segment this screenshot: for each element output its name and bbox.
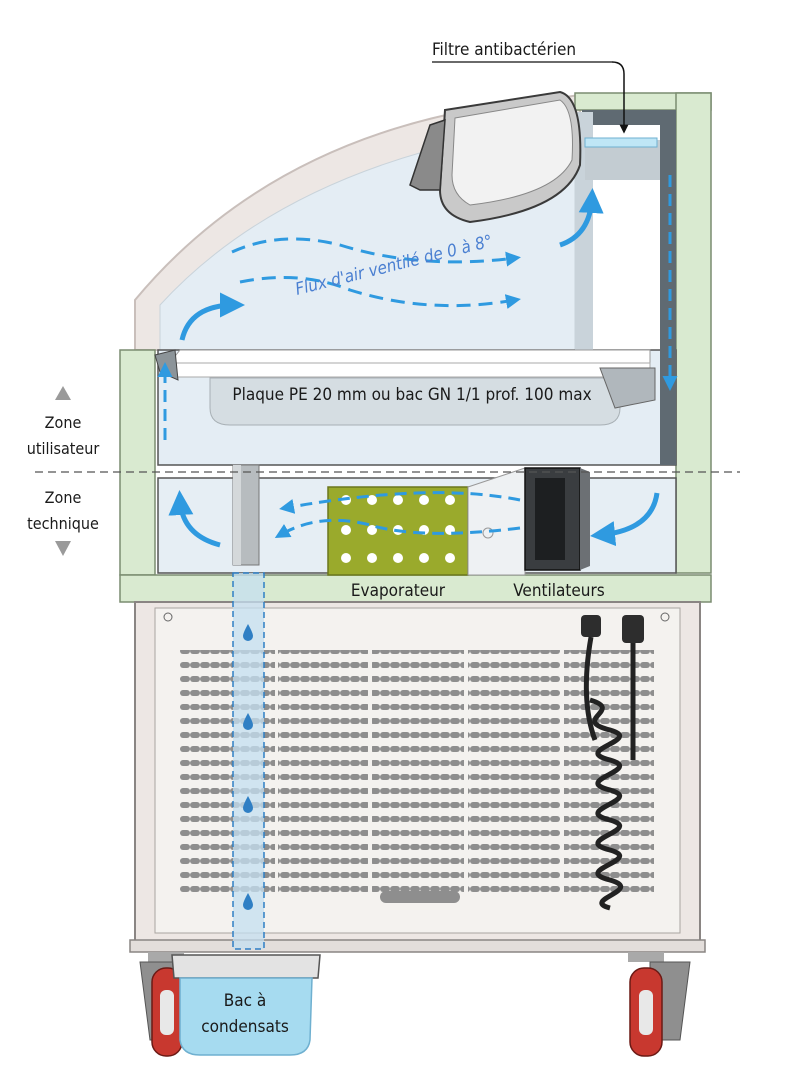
drop-icon bbox=[243, 713, 253, 730]
triangle-down-icon bbox=[55, 541, 71, 556]
filter-label: Filtre antibactérien bbox=[432, 40, 576, 60]
zone-technical-label-line2: technique bbox=[27, 514, 99, 533]
shelf-plate bbox=[154, 349, 656, 426]
airflow-arrows bbox=[157, 175, 678, 548]
insulation-walls bbox=[119, 92, 712, 603]
filter-housing bbox=[409, 90, 658, 224]
drop-icon bbox=[243, 624, 253, 641]
triangle-up-icon bbox=[55, 386, 71, 400]
plate-label: Plaque PE 20 mm ou bac GN 1/1 prof. 100 … bbox=[232, 385, 591, 405]
caster-wheels bbox=[139, 952, 691, 1057]
evaporator-dots bbox=[341, 495, 455, 563]
condensate-drain bbox=[232, 572, 265, 950]
drop-icon bbox=[243, 796, 253, 813]
drop-icon bbox=[243, 893, 253, 910]
lower-cabinet bbox=[129, 601, 706, 953]
zone-technical-label-line1: Zone bbox=[45, 488, 82, 507]
evaporator-label: Evaporateur bbox=[351, 581, 446, 601]
fans-label: Ventilateurs bbox=[513, 581, 604, 601]
power-cable bbox=[581, 615, 644, 911]
condensate-tray-label-line1: Bac à bbox=[224, 991, 267, 1011]
zone-user-label-line1: Zone bbox=[45, 413, 82, 432]
condensate-tray bbox=[171, 954, 321, 1056]
zone-user-label-line2: utilisateur bbox=[27, 439, 100, 458]
condensate-tray-label-line2: condensats bbox=[201, 1017, 289, 1037]
filter-callout bbox=[432, 61, 629, 134]
